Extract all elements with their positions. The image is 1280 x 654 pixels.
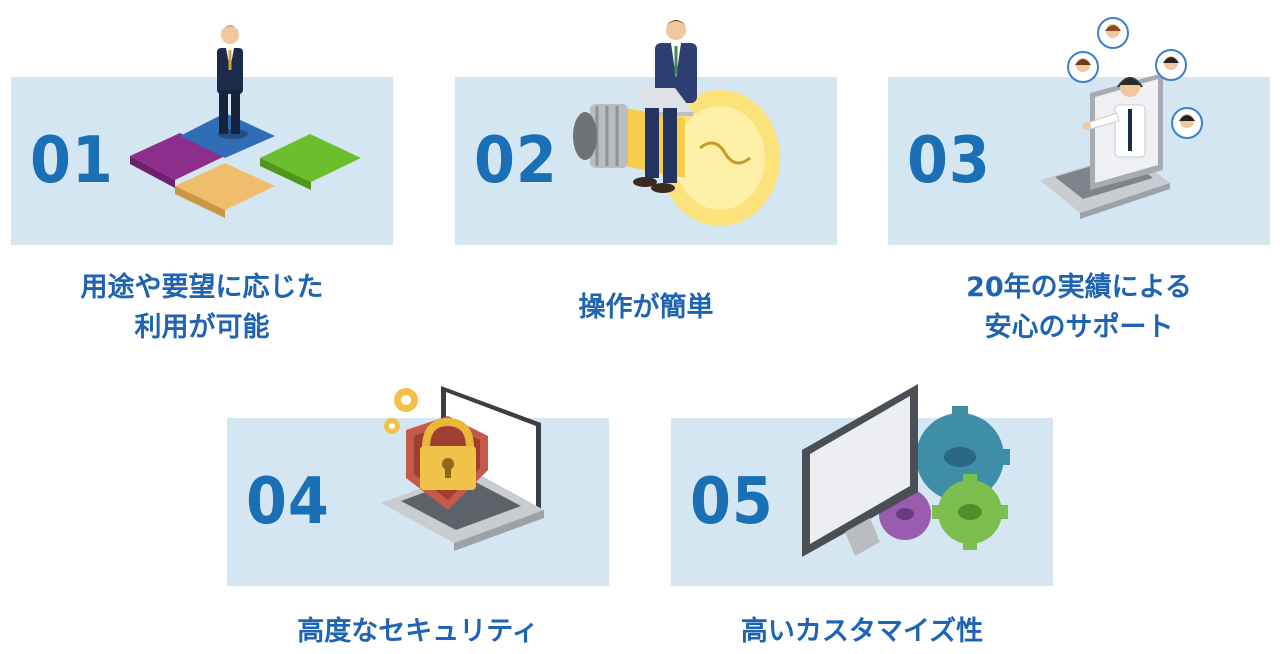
feature-panel xyxy=(888,77,1270,245)
feature-title: 用途や要望に応じた 利用が可能 xyxy=(80,272,324,343)
feature-number: 03 xyxy=(907,124,991,198)
monitor-gears-icon xyxy=(802,384,1010,557)
lightbulb-laptop-icon xyxy=(573,20,780,226)
feature-title: 高いカスタマイズ性 xyxy=(740,616,984,647)
security-laptop-lock-icon xyxy=(381,386,544,551)
puzzle-businessman-icon xyxy=(130,25,361,218)
feature-title: 20年の実績による 安心のサポート xyxy=(966,272,1192,343)
feature-number: 01 xyxy=(30,124,114,198)
support-video-call-icon xyxy=(1040,17,1203,219)
feature-title: 高度なセキュリティ xyxy=(297,616,539,647)
feature-number: 04 xyxy=(246,465,330,539)
feature-title: 操作が簡単 xyxy=(578,292,714,323)
feature-number: 02 xyxy=(474,124,558,198)
feature-number: 05 xyxy=(690,465,774,539)
